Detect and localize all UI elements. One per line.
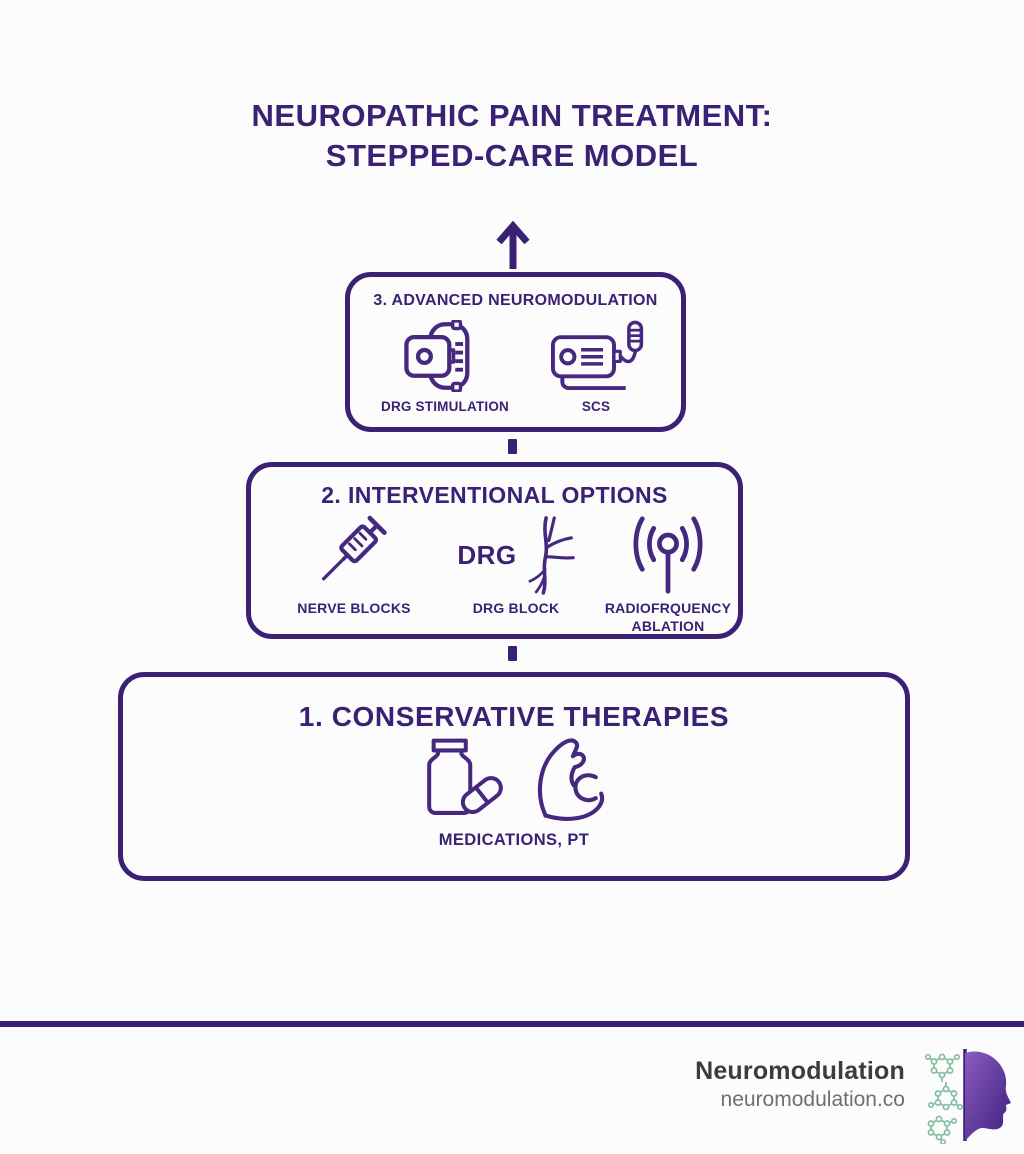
rf-antenna-icon: [623, 513, 713, 597]
step-heading: 1. CONSERVATIVE THERAPIES: [298, 701, 730, 732]
arrow-up-icon: [493, 220, 533, 276]
dashed-connector: [508, 439, 517, 454]
step-heading: 3. ADVANCED NEUROMODULATION: [373, 292, 658, 309]
footer-brand-block: Neuromodulation neuromodulation.co: [695, 1057, 905, 1112]
item-scs: SCS: [535, 319, 657, 416]
step-heading: 2. INTERVENTIONAL OPTIONS: [321, 482, 668, 508]
page-title-line1: NEUROPATHIC PAIN TREATMENT:: [251, 98, 773, 133]
brand-name: Neuromodulation: [695, 1057, 905, 1085]
muscle-arm-icon: [530, 737, 614, 826]
page-title-line2: STEPPED-CARE MODEL: [325, 138, 699, 173]
drg-stimulator-icon: [399, 319, 491, 393]
step-box-interventional-options: 2. INTERVENTIONAL OPTIONS NERV: [246, 462, 743, 639]
item-label: SCS: [581, 399, 611, 414]
item-label: DRG BLOCK: [472, 600, 560, 616]
syringe-icon: [312, 513, 396, 597]
drg-icon-text: DRG: [457, 539, 517, 570]
item-label: DRG STIMULATION: [381, 399, 509, 414]
item-nerve-blocks: NERVE BLOCKS: [279, 513, 429, 618]
item-label: RADIOFRQUENCY ABLATION: [604, 600, 732, 634]
brand-website: neuromodulation.co: [720, 1088, 905, 1111]
item-label: NERVE BLOCKS: [297, 600, 411, 616]
footer-divider-rule: [0, 1021, 1024, 1027]
scs-device-icon: [538, 319, 654, 393]
pill-bottle-capsule-icon: [414, 737, 514, 826]
nerve-branch-icon: DRG: [457, 513, 575, 597]
step-box-conservative-therapies: 1. CONSERVATIVE THERAPIES: [118, 672, 910, 881]
dashed-connector: [508, 646, 517, 661]
item-drg-block: DRG DRG BLOCK: [441, 513, 591, 618]
item-label: MEDICATIONS, PT: [438, 831, 590, 849]
item-medications-pt: MEDICATIONS, PT: [123, 735, 905, 851]
item-drg-stimulation: DRG STIMULATION: [365, 319, 525, 416]
head-molecule-logo: [918, 1046, 1018, 1149]
step-box-advanced-neuromodulation: 3. ADVANCED NEUROMODULATION: [345, 272, 686, 432]
item-radiofrequency-ablation: RADIOFRQUENCY ABLATION: [593, 513, 743, 635]
page-title: NEUROPATHIC PAIN TREATMENT: STEPPED-CARE…: [0, 96, 1024, 176]
